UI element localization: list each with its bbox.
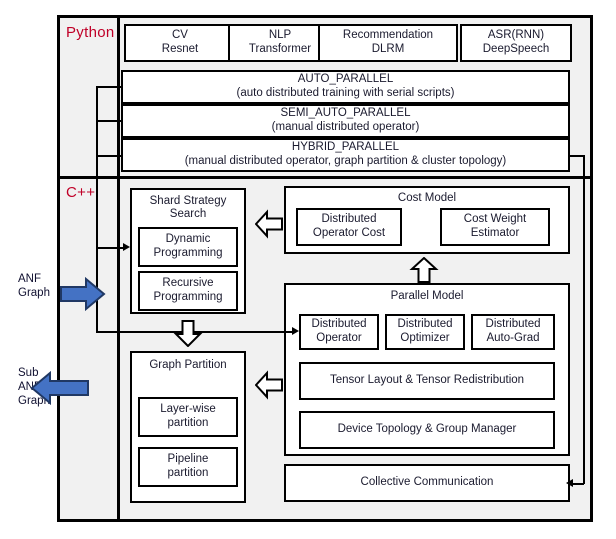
- pipeline-partition-label: Pipeline partition: [167, 453, 209, 479]
- collective-communication[interactable]: Collective Communication: [284, 464, 570, 502]
- arrowhead-to-collective-communication: [566, 479, 573, 487]
- model-nlp-line1: NLP: [268, 29, 292, 42]
- hollow-arrow-cost-to-shard: [255, 209, 283, 239]
- auto-parallel-subtitle: (auto distributed training with serial s…: [236, 87, 455, 99]
- cost-model-title: Cost Model: [397, 192, 457, 204]
- tensor-layout-redistribution-label: Tensor Layout & Tensor Redistribution: [329, 374, 525, 387]
- connector-auto-parallel-stub: [96, 86, 121, 88]
- model-asr[interactable]: ASR(RNN) DeepSpeech: [460, 24, 572, 62]
- connector-right-trunk: [583, 155, 585, 484]
- connector-hybrid-parallel-stub: [96, 155, 121, 157]
- mode-hybrid-parallel[interactable]: HYBRID_PARALLEL (manual distributed oper…: [121, 138, 570, 172]
- blue-arrow-anf-graph-input: [60, 277, 106, 311]
- python-cpp-divider: [57, 176, 593, 179]
- hybrid-parallel-subtitle: (manual distributed operator, graph part…: [184, 155, 507, 167]
- device-topology-group-manager-label: Device Topology & Group Manager: [337, 423, 517, 436]
- arrowhead-to-shard-strategy: [123, 243, 130, 251]
- hollow-arrow-shard-to-graph-partition: [173, 319, 203, 347]
- auto-parallel-title: AUTO_PARALLEL: [297, 73, 394, 86]
- model-asr-line2: DeepSpeech: [482, 43, 550, 55]
- model-cv-line2: Resnet: [161, 43, 199, 55]
- model-asr-line1: ASR(RNN): [487, 29, 545, 42]
- distributed-operator-cost-label: Distributed Operator Cost: [312, 213, 386, 239]
- dynamic-programming[interactable]: Dynamic Programming: [138, 227, 238, 267]
- anf-graph-label: ANF Graph: [18, 273, 50, 300]
- connector-to-shard-strategy: [96, 247, 123, 249]
- model-rec-line1: Recommendation: [342, 29, 434, 42]
- hybrid-parallel-title: HYBRID_PARALLEL: [291, 141, 400, 154]
- zone-label-python: Python: [66, 24, 115, 41]
- layer-wise-partition-label: Layer-wise partition: [160, 403, 216, 429]
- zone-label-cpp: C++: [66, 184, 96, 201]
- parallel-model-title: Parallel Model: [390, 290, 464, 302]
- distributed-auto-grad[interactable]: Distributed Auto-Grad: [471, 314, 555, 350]
- pipeline-partition[interactable]: Pipeline partition: [138, 447, 238, 487]
- distributed-optimizer-label: Distributed Optimizer: [397, 318, 453, 344]
- distributed-operator-label: Distributed Operator: [311, 318, 367, 344]
- model-nlp[interactable]: NLP Transformer: [228, 24, 332, 62]
- layer-wise-partition[interactable]: Layer-wise partition: [138, 397, 238, 437]
- semi-auto-parallel-subtitle: (manual distributed operator): [271, 121, 420, 133]
- language-label-column-divider: [117, 15, 120, 522]
- device-topology-group-manager[interactable]: Device Topology & Group Manager: [299, 411, 555, 449]
- cost-weight-estimator-label: Cost Weight Estimator: [463, 213, 527, 239]
- model-nlp-line2: Transformer: [248, 43, 312, 55]
- collective-communication-label: Collective Communication: [360, 476, 494, 489]
- arrowhead-to-distributed-operator: [292, 327, 299, 335]
- distributed-auto-grad-label: Distributed Auto-Grad: [485, 318, 541, 344]
- connector-modes-trunk: [96, 86, 98, 331]
- connector-hybrid-right-stub: [570, 155, 584, 157]
- dynamic-programming-label: Dynamic Programming: [153, 233, 223, 259]
- distributed-optimizer[interactable]: Distributed Optimizer: [385, 314, 465, 350]
- mode-auto-parallel[interactable]: AUTO_PARALLEL (auto distributed training…: [121, 70, 570, 104]
- recursive-programming-label: Recursive Programming: [153, 277, 223, 303]
- distributed-operator-cost[interactable]: Distributed Operator Cost: [296, 208, 402, 246]
- distributed-operator[interactable]: Distributed Operator: [299, 314, 379, 350]
- recursive-programming[interactable]: Recursive Programming: [138, 271, 238, 311]
- cost-weight-estimator[interactable]: Cost Weight Estimator: [440, 208, 550, 246]
- model-rec-line2: DLRM: [371, 43, 405, 55]
- tensor-layout-redistribution[interactable]: Tensor Layout & Tensor Redistribution: [299, 362, 555, 400]
- hollow-arrow-parallel-to-cost: [409, 257, 439, 283]
- mode-semi-auto-parallel[interactable]: SEMI_AUTO_PARALLEL (manual distributed o…: [121, 104, 570, 138]
- model-cv[interactable]: CV Resnet: [124, 24, 236, 62]
- blue-arrow-sub-anf-graph-output: [30, 371, 90, 405]
- model-cv-line1: CV: [172, 29, 188, 42]
- model-recommendation[interactable]: Recommendation DLRM: [318, 24, 458, 62]
- shard-strategy-search-title: Shard Strategy Search: [149, 195, 227, 221]
- semi-auto-parallel-title: SEMI_AUTO_PARALLEL: [280, 107, 411, 120]
- connector-semi-auto-parallel-stub: [96, 120, 121, 122]
- connector-to-collective-communication: [571, 483, 584, 485]
- hollow-arrow-parallel-to-graph-partition: [255, 370, 283, 400]
- graph-partition-title: Graph Partition: [149, 359, 227, 371]
